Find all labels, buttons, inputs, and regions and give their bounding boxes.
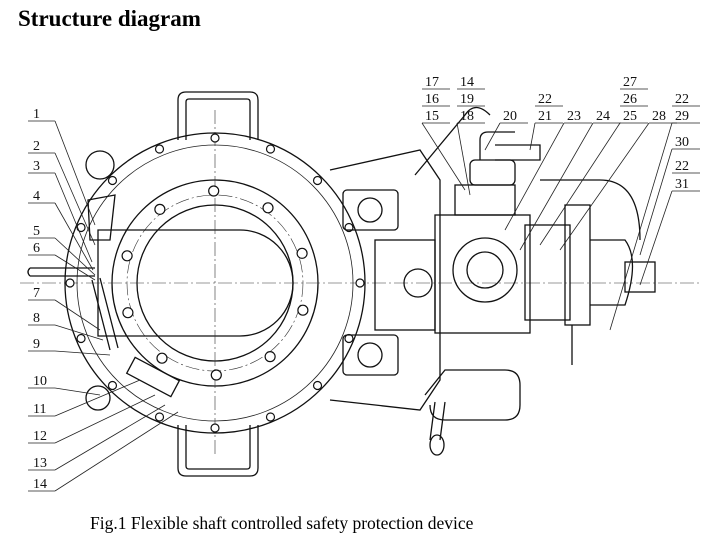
callout-leader (456, 122, 471, 196)
callout-leader (54, 350, 111, 356)
callout-label: 6 (33, 241, 40, 256)
callout-label: 12 (33, 429, 47, 444)
callout-label: 19 (460, 92, 474, 107)
callout-leader (529, 122, 536, 151)
callout-leader (54, 299, 101, 331)
callout-leader (504, 122, 565, 231)
bolt-icon (122, 307, 134, 319)
callout-label: 28 (652, 109, 666, 124)
callout-label: 1 (33, 107, 40, 122)
callout-leader (559, 122, 650, 251)
bolt-icon (312, 175, 323, 186)
callout-label: 15 (425, 109, 439, 124)
housing-outline (329, 149, 441, 411)
bolt-icon (297, 304, 309, 316)
callout-label: 23 (567, 109, 581, 124)
bolt-icon (210, 369, 222, 381)
callout-label: 30 (675, 135, 689, 150)
figure-caption: Fig.1 Flexible shaft controlled safety p… (90, 513, 474, 533)
callout-label: 8 (33, 311, 40, 326)
callout-leader (54, 404, 166, 471)
callout-leader (54, 379, 141, 417)
callout-label: 16 (425, 92, 439, 107)
bolt-icon (65, 278, 75, 288)
callout-label: 4 (33, 189, 40, 204)
callout-label: 11 (33, 402, 46, 417)
callout-label: 22 (675, 159, 689, 174)
callout-leader (609, 122, 673, 331)
callout-label: 18 (460, 109, 474, 124)
bolt-icon (156, 352, 168, 364)
callout-label: 13 (33, 456, 47, 471)
callout-leader (484, 122, 501, 151)
pump-assembly (434, 131, 656, 365)
center-slot (97, 229, 294, 337)
bolt-icon (265, 144, 276, 154)
callout-label: 21 (538, 109, 552, 124)
callout-label: 14 (33, 477, 47, 492)
callout-leader (54, 411, 179, 492)
bolt-icon (210, 133, 220, 143)
callout-label: 2 (33, 139, 40, 154)
callout-label: 14 (460, 75, 474, 90)
callout-label: 3 (33, 159, 40, 174)
callout-label: 9 (33, 337, 40, 352)
bolt-icon (210, 423, 220, 433)
bolt-icon (262, 202, 274, 214)
callout-label: 5 (33, 224, 40, 239)
bolt-icon (154, 144, 165, 154)
bolt-icon (154, 203, 166, 215)
callout-label: 25 (623, 109, 637, 124)
callout-leader (54, 172, 93, 263)
callout-leader (639, 148, 673, 256)
callout-label: 26 (623, 92, 637, 107)
callout-label: 7 (33, 286, 40, 301)
callout-leader (54, 254, 96, 281)
callout-leader (54, 202, 94, 271)
callout-leader (421, 122, 466, 191)
callout-label: 27 (623, 75, 637, 90)
bolt-icon (264, 351, 276, 363)
callout-label: 10 (33, 374, 47, 389)
callout-leader (54, 387, 101, 396)
bolt-icon (76, 333, 86, 344)
callout-label: 31 (675, 177, 689, 192)
bolt-icon (208, 185, 220, 197)
callout-leader (54, 152, 96, 246)
callout-leader (54, 394, 156, 444)
bolt-icon (76, 222, 86, 233)
bolt-icon (296, 247, 308, 259)
callout-label: 20 (503, 109, 517, 124)
bolt-icon (107, 380, 118, 391)
bolt-icon (107, 175, 118, 186)
callout-label: 24 (596, 109, 610, 124)
bolt-icon (154, 412, 165, 422)
bolt-icon (312, 380, 323, 391)
callout-label: 22 (538, 92, 552, 107)
callout-leader (54, 120, 96, 226)
bolt-icon (121, 250, 133, 262)
callout-label: 17 (425, 75, 439, 90)
callout-leader (54, 237, 96, 276)
bottom-handle (177, 425, 259, 477)
bolt-icon (265, 412, 276, 422)
page-title: Structure diagram (18, 6, 201, 31)
bolt-icon (355, 278, 365, 288)
callout-leader (54, 324, 104, 341)
callout-leader (639, 190, 673, 286)
flange-bolts (65, 133, 365, 433)
callout-leader (519, 122, 594, 251)
callout-label: 29 (675, 109, 689, 124)
top-handle (177, 91, 259, 140)
callout-leader (539, 122, 621, 246)
callout-label: 22 (675, 92, 689, 107)
